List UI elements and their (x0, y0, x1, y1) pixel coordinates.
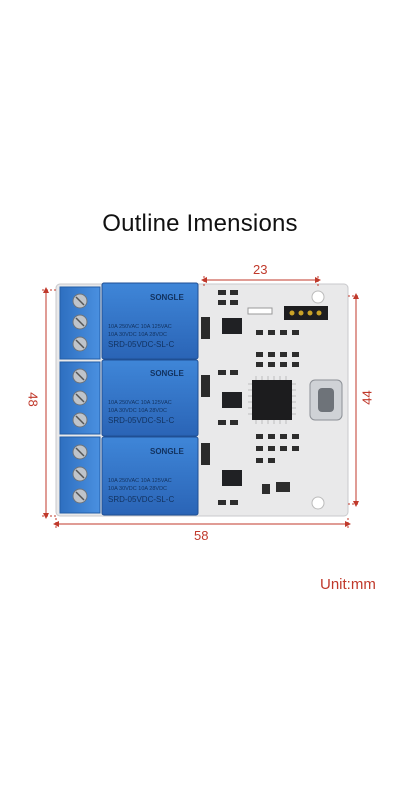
relay-3-brand: SONGLE (150, 447, 184, 456)
page-title: Outline Imensions (102, 210, 298, 237)
pin-header (247, 306, 328, 320)
relay-3-line1: 10A 250VAC 10A 125VAC (108, 478, 172, 484)
relay-1-line2: 10A 30VDC 10A 28VDC (108, 332, 167, 338)
mcu-chip (248, 376, 296, 424)
smd-components (218, 290, 299, 505)
usb-c-connector (309, 379, 343, 421)
relay-2-brand: SONGLE (150, 369, 184, 378)
dim-label-right: 44 (359, 390, 375, 405)
relay-3 (101, 436, 199, 516)
optocouplers (222, 318, 242, 486)
relay-3-model: SRD-05VDC-SL-C (108, 495, 174, 504)
dim-label-left: 48 (25, 392, 41, 407)
relays (101, 282, 199, 516)
relay-2-line1: 10A 250VAC 10A 125VAC (108, 400, 172, 406)
relay-2-model: SRD-05VDC-SL-C (108, 416, 174, 425)
dim-label-bottom: 58 (194, 528, 209, 543)
diodes (201, 317, 210, 465)
dimension-lines (42, 276, 360, 528)
relay-3-line2: 10A 30VDC 10A 28VDC (108, 486, 167, 492)
relay-1 (101, 282, 199, 360)
mount-hole-tr (311, 290, 325, 304)
relay-1-line1: 10A 250VAC 10A 125VAC (108, 324, 172, 330)
terminal-screws (72, 293, 88, 504)
relay-labels: SONGLE 10A 250VAC 10A 125VAC 10A 30VDC 1… (108, 293, 184, 504)
dim-label-top: 23 (253, 262, 268, 277)
screw-slots (75, 296, 85, 501)
unit-label: Unit:mm (320, 576, 376, 593)
relay-1-brand: SONGLE (150, 293, 184, 302)
mount-hole-br (311, 496, 325, 510)
relay-2 (101, 359, 199, 437)
relay-1-model: SRD-05VDC-SL-C (108, 340, 174, 349)
relay-2-line2: 10A 30VDC 10A 28VDC (108, 408, 167, 414)
